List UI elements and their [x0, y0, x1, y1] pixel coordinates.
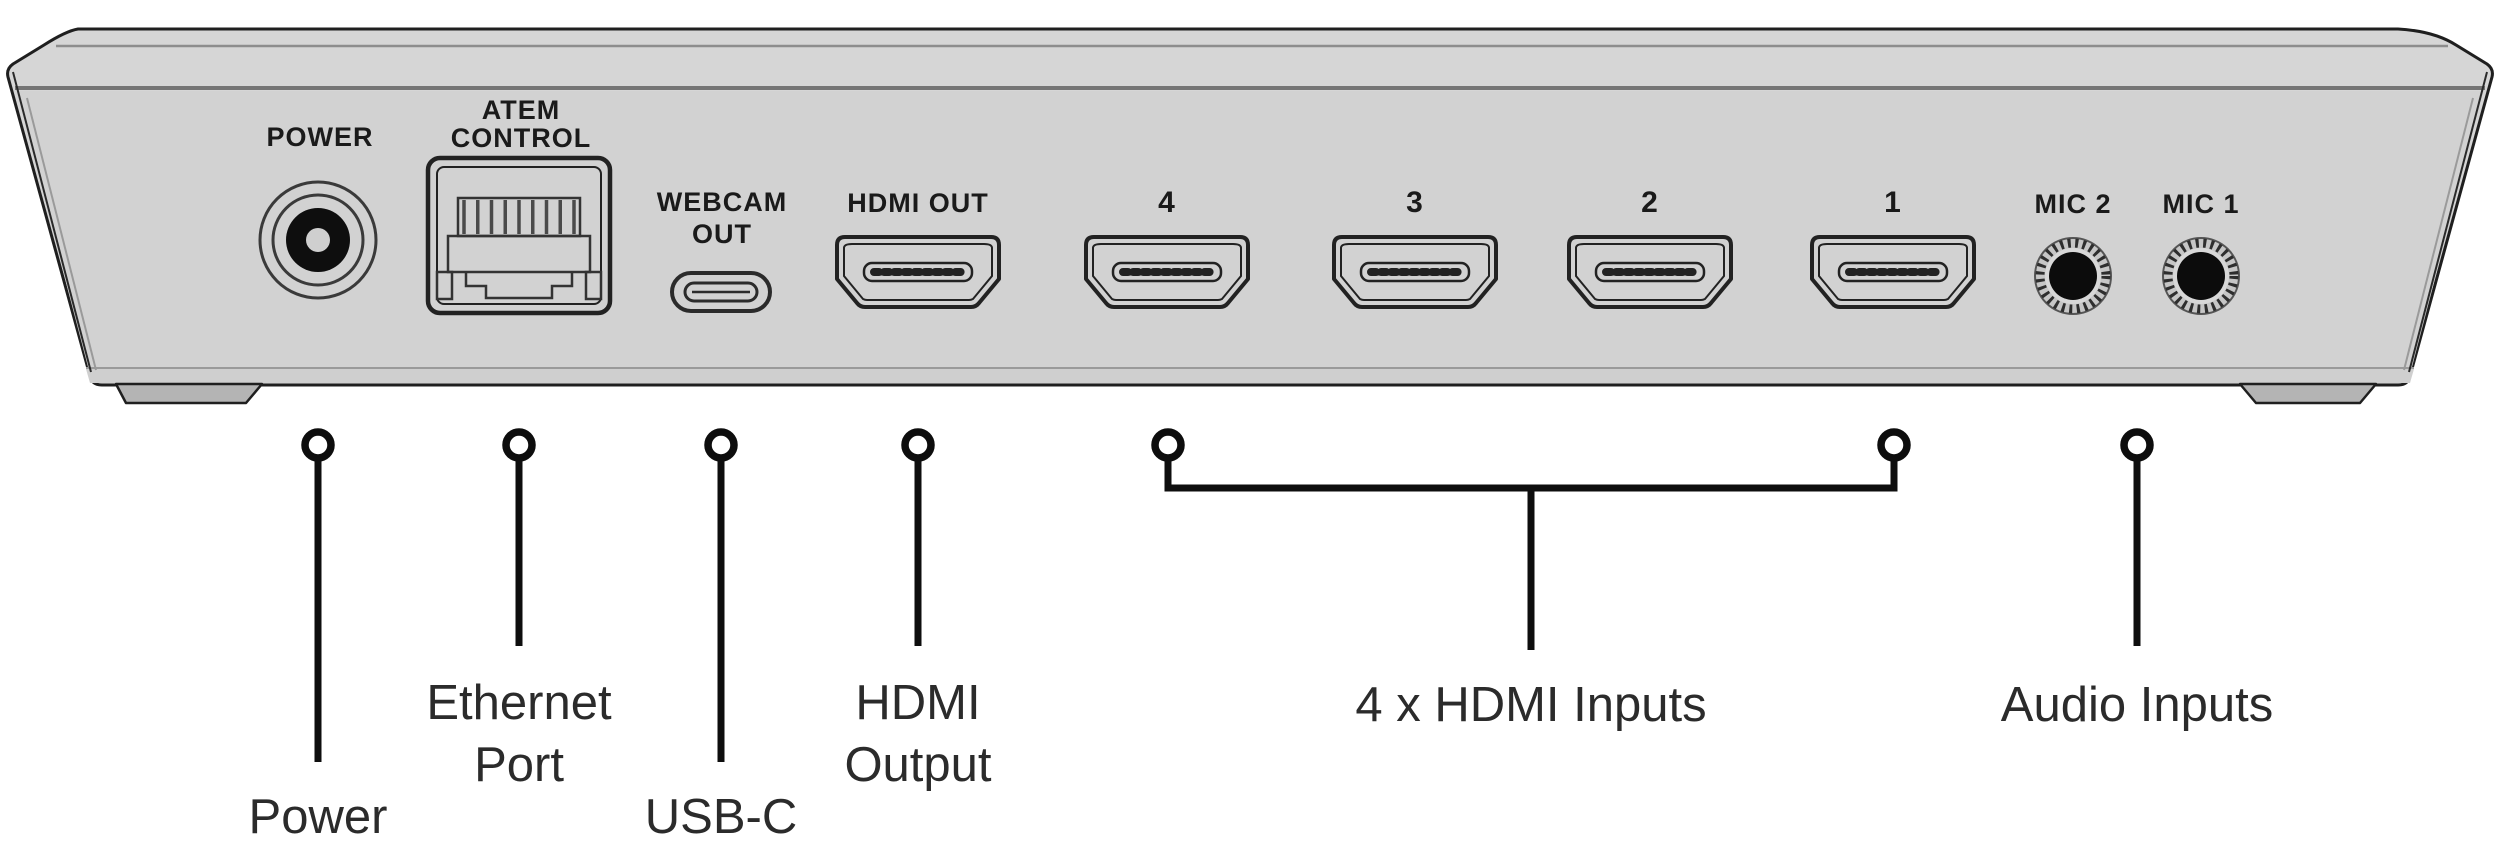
- ethernet-callout-dot: [506, 432, 532, 458]
- hdmi-output-callout-dot: [905, 432, 931, 458]
- atem-control-label-line2: CONTROL: [451, 123, 591, 153]
- hdmi-input-2-label: 2: [1641, 186, 1659, 219]
- power-callout-dot: [305, 432, 331, 458]
- hdmi-input-3-port: [1334, 237, 1496, 307]
- front-face: [16, 91, 2484, 367]
- ethernet-callout-label-line2: Port: [474, 738, 564, 792]
- audio-inputs-callout-dot: [2124, 432, 2150, 458]
- callouts: Power Ethernet Port USB-C HDMI Output 4 …: [249, 432, 2273, 844]
- hdmi-input-1-label: 1: [1884, 186, 1902, 219]
- hdmi-inputs-callout-label: 4 x HDMI Inputs: [1355, 678, 1706, 732]
- usb-c-callout-dot: [708, 432, 734, 458]
- hdmi-output-callout-label-line1: HDMI: [855, 676, 980, 730]
- power-jack: [258, 180, 378, 300]
- bottom-bevel-strip: [86, 369, 2414, 383]
- hdmi-inputs-left-callout-dot: [1155, 432, 1181, 458]
- left-edge-soft-line: [26, 97, 97, 371]
- webcam-out-label-line2: OUT: [692, 219, 752, 249]
- webcam-out-label-line1: WEBCAM: [657, 187, 787, 217]
- mic-2-label: MIC 2: [2034, 189, 2111, 219]
- hdmi-inputs-bracket: [1164, 458, 1898, 650]
- mic-2-jack: [2035, 238, 2111, 314]
- usb-c-callout-label: USB-C: [645, 790, 797, 844]
- power-port-label: POWER: [266, 122, 373, 152]
- device-body: [6, 27, 2494, 405]
- audio-inputs-callout-label: Audio Inputs: [2001, 678, 2273, 732]
- hdmi-input-4-label: 4: [1158, 186, 1176, 219]
- hdmi-inputs-right-callout-dot: [1881, 432, 1907, 458]
- hdmi-input-3-label: 3: [1406, 186, 1424, 219]
- hdmi-input-4-port: [1086, 237, 1248, 307]
- ethernet-port: [425, 155, 613, 316]
- right-edge-soft-line: [2403, 97, 2474, 371]
- ports: POWER ATEM CONTROL WEBCAM OUT: [258, 95, 2240, 316]
- usb-c-port: [670, 271, 772, 313]
- left-foot: [114, 382, 264, 405]
- power-callout-label: Power: [249, 790, 388, 844]
- hdmi-out-label: HDMI OUT: [847, 188, 988, 218]
- mic-1-label: MIC 1: [2162, 189, 2239, 219]
- right-edge-line: [2408, 71, 2488, 373]
- hdmi-out-port: [837, 237, 999, 307]
- hdmi-output-callout-label-line2: Output: [844, 738, 991, 792]
- mic-1-jack: [2163, 238, 2239, 314]
- atem-control-label-line1: ATEM: [482, 95, 561, 125]
- left-edge-line: [12, 71, 92, 373]
- hdmi-input-1-port: [1812, 237, 1974, 307]
- right-foot: [2238, 382, 2378, 405]
- ethernet-callout-label-line1: Ethernet: [426, 676, 612, 730]
- hdmi-input-2-port: [1569, 237, 1731, 307]
